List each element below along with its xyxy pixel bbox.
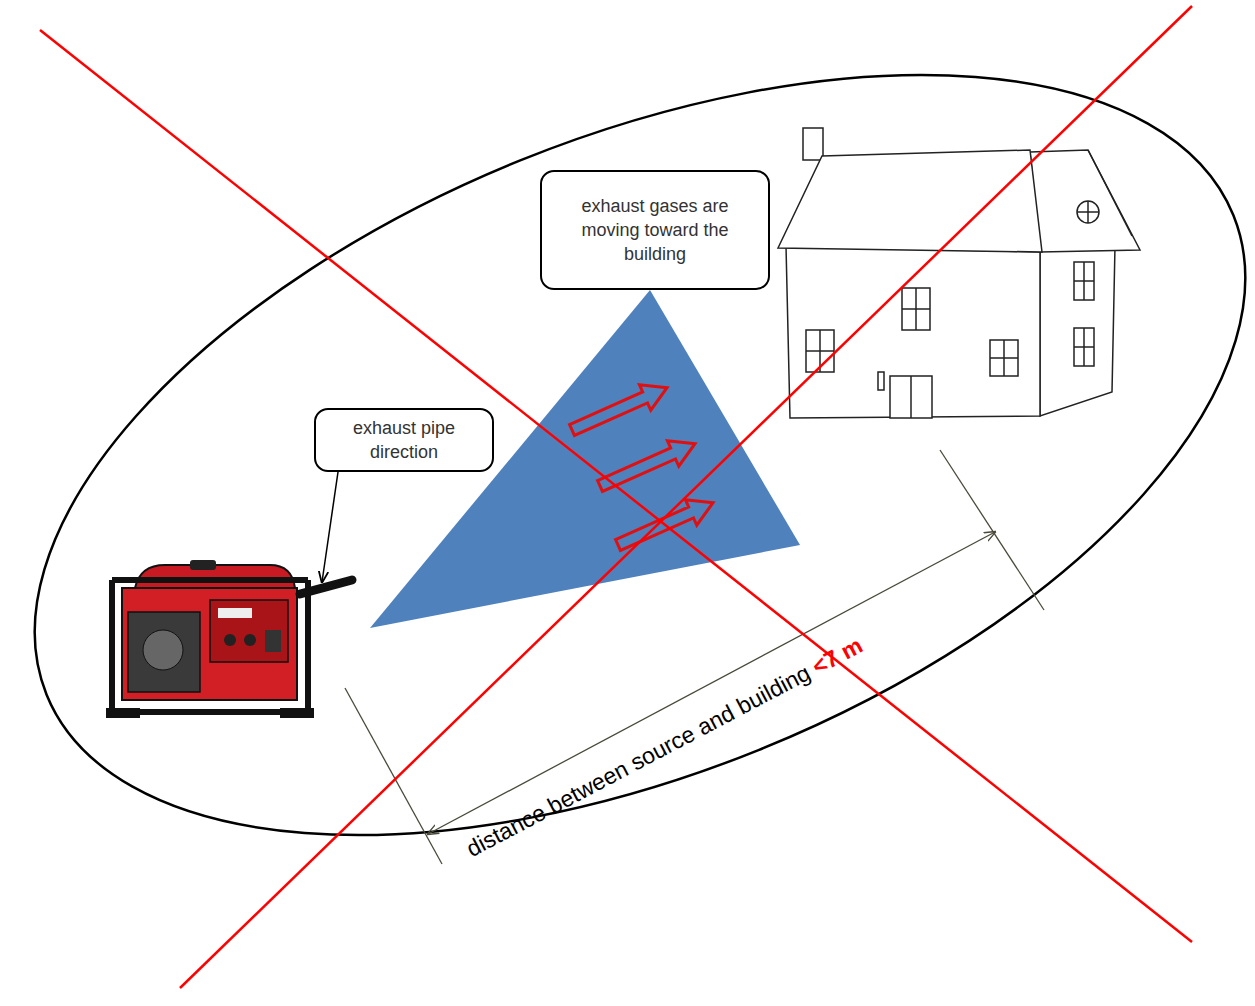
cross-line (40, 30, 1192, 942)
gable-window (1077, 201, 1099, 223)
callout-text: exhaust pipe direction (326, 416, 482, 464)
dimension-label: distance between source and building<7 m (462, 632, 867, 862)
extension-line (940, 450, 1044, 610)
house-front-wall (786, 246, 1040, 418)
house (778, 128, 1140, 418)
flow-arrow (566, 375, 672, 443)
dimension (345, 450, 1044, 864)
door (878, 372, 932, 418)
flow-arrow (594, 431, 700, 499)
callout-box: exhaust pipe direction (314, 408, 494, 472)
roof (778, 150, 1042, 252)
window (990, 340, 1018, 376)
leader-line (322, 472, 338, 582)
dimension-value: <7 m (808, 632, 867, 680)
prohibition-cross (40, 6, 1192, 988)
dimension-text: distance between source and building (462, 659, 815, 862)
extension-line (345, 688, 442, 864)
window (1074, 328, 1094, 366)
callout-box: exhaust gases are moving toward the buil… (540, 170, 770, 290)
roof-edge (1088, 150, 1132, 236)
chimney (803, 128, 823, 160)
exhaust-pipe (300, 580, 352, 594)
generator (106, 560, 352, 718)
cross-line (180, 6, 1192, 988)
dimension-line (428, 532, 995, 834)
house-side-wall (1040, 246, 1115, 416)
window (1074, 262, 1094, 300)
gable (1030, 150, 1140, 252)
window (902, 288, 930, 330)
callout-text: exhaust gases are moving toward the buil… (552, 194, 758, 266)
